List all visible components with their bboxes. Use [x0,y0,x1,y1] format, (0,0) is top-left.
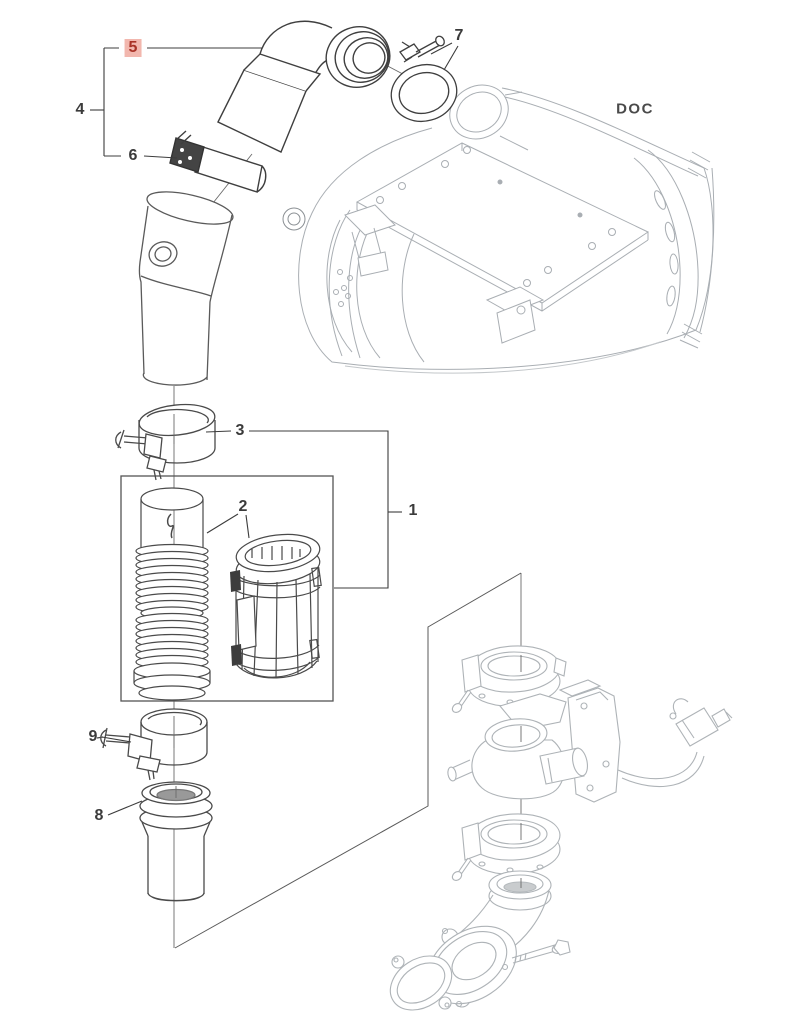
flange-gasket-icon [389,955,453,1011]
flex-pipe-drawing [133,487,211,701]
slip-pipe-drawing [139,781,213,902]
bracket-item1 [249,430,389,589]
callout-5[interactable]: 5 [124,39,142,57]
callout-3[interactable]: 3 [235,422,245,439]
egr-upper-vclamp [451,645,567,713]
callout-1[interactable]: 1 [408,502,418,519]
doc-assembly-drawing [282,84,715,374]
doc-mounting-plate [355,142,650,312]
doc-clamp-brackets [344,204,545,344]
clamp-6-drawing [169,130,267,193]
clamp-9-drawing [96,708,208,781]
elbow-outer-curve [259,20,333,55]
pipe-bung-icon [148,241,178,267]
elbow-duct-assembly-drawing [169,20,391,193]
duct-top-face [243,53,322,92]
callout-9[interactable]: 9 [88,728,98,745]
callout-leader-lines [90,42,459,816]
callout-6[interactable]: 6 [128,147,138,164]
flange-bolt-icon [511,939,571,964]
callout-2[interactable]: 2 [238,498,248,515]
clamp-3-drawing [115,403,216,481]
callout-7[interactable]: 7 [454,27,464,44]
heat-shield-drawing [230,533,322,679]
egr-assembly-drawing [389,645,733,1011]
doc-right-band-strap [633,149,715,349]
doc-label: DOC [616,100,654,118]
clamp-7-drawing [390,35,458,123]
egr-adapter-ring [488,870,552,911]
egr-harness-connector [617,698,733,788]
flex-coupling-icon [325,26,391,88]
egr-lower-vclamp [451,813,561,881]
intake-pipe-drawing [138,191,234,386]
callout-8[interactable]: 8 [94,807,104,824]
doc-inlet-flange [449,84,529,151]
callout-4[interactable]: 4 [75,101,85,118]
group-box-item1 [120,475,334,702]
centerline-overlays [173,414,522,888]
sensor-boss-icon [282,207,306,231]
egr-valve-body [447,679,621,803]
